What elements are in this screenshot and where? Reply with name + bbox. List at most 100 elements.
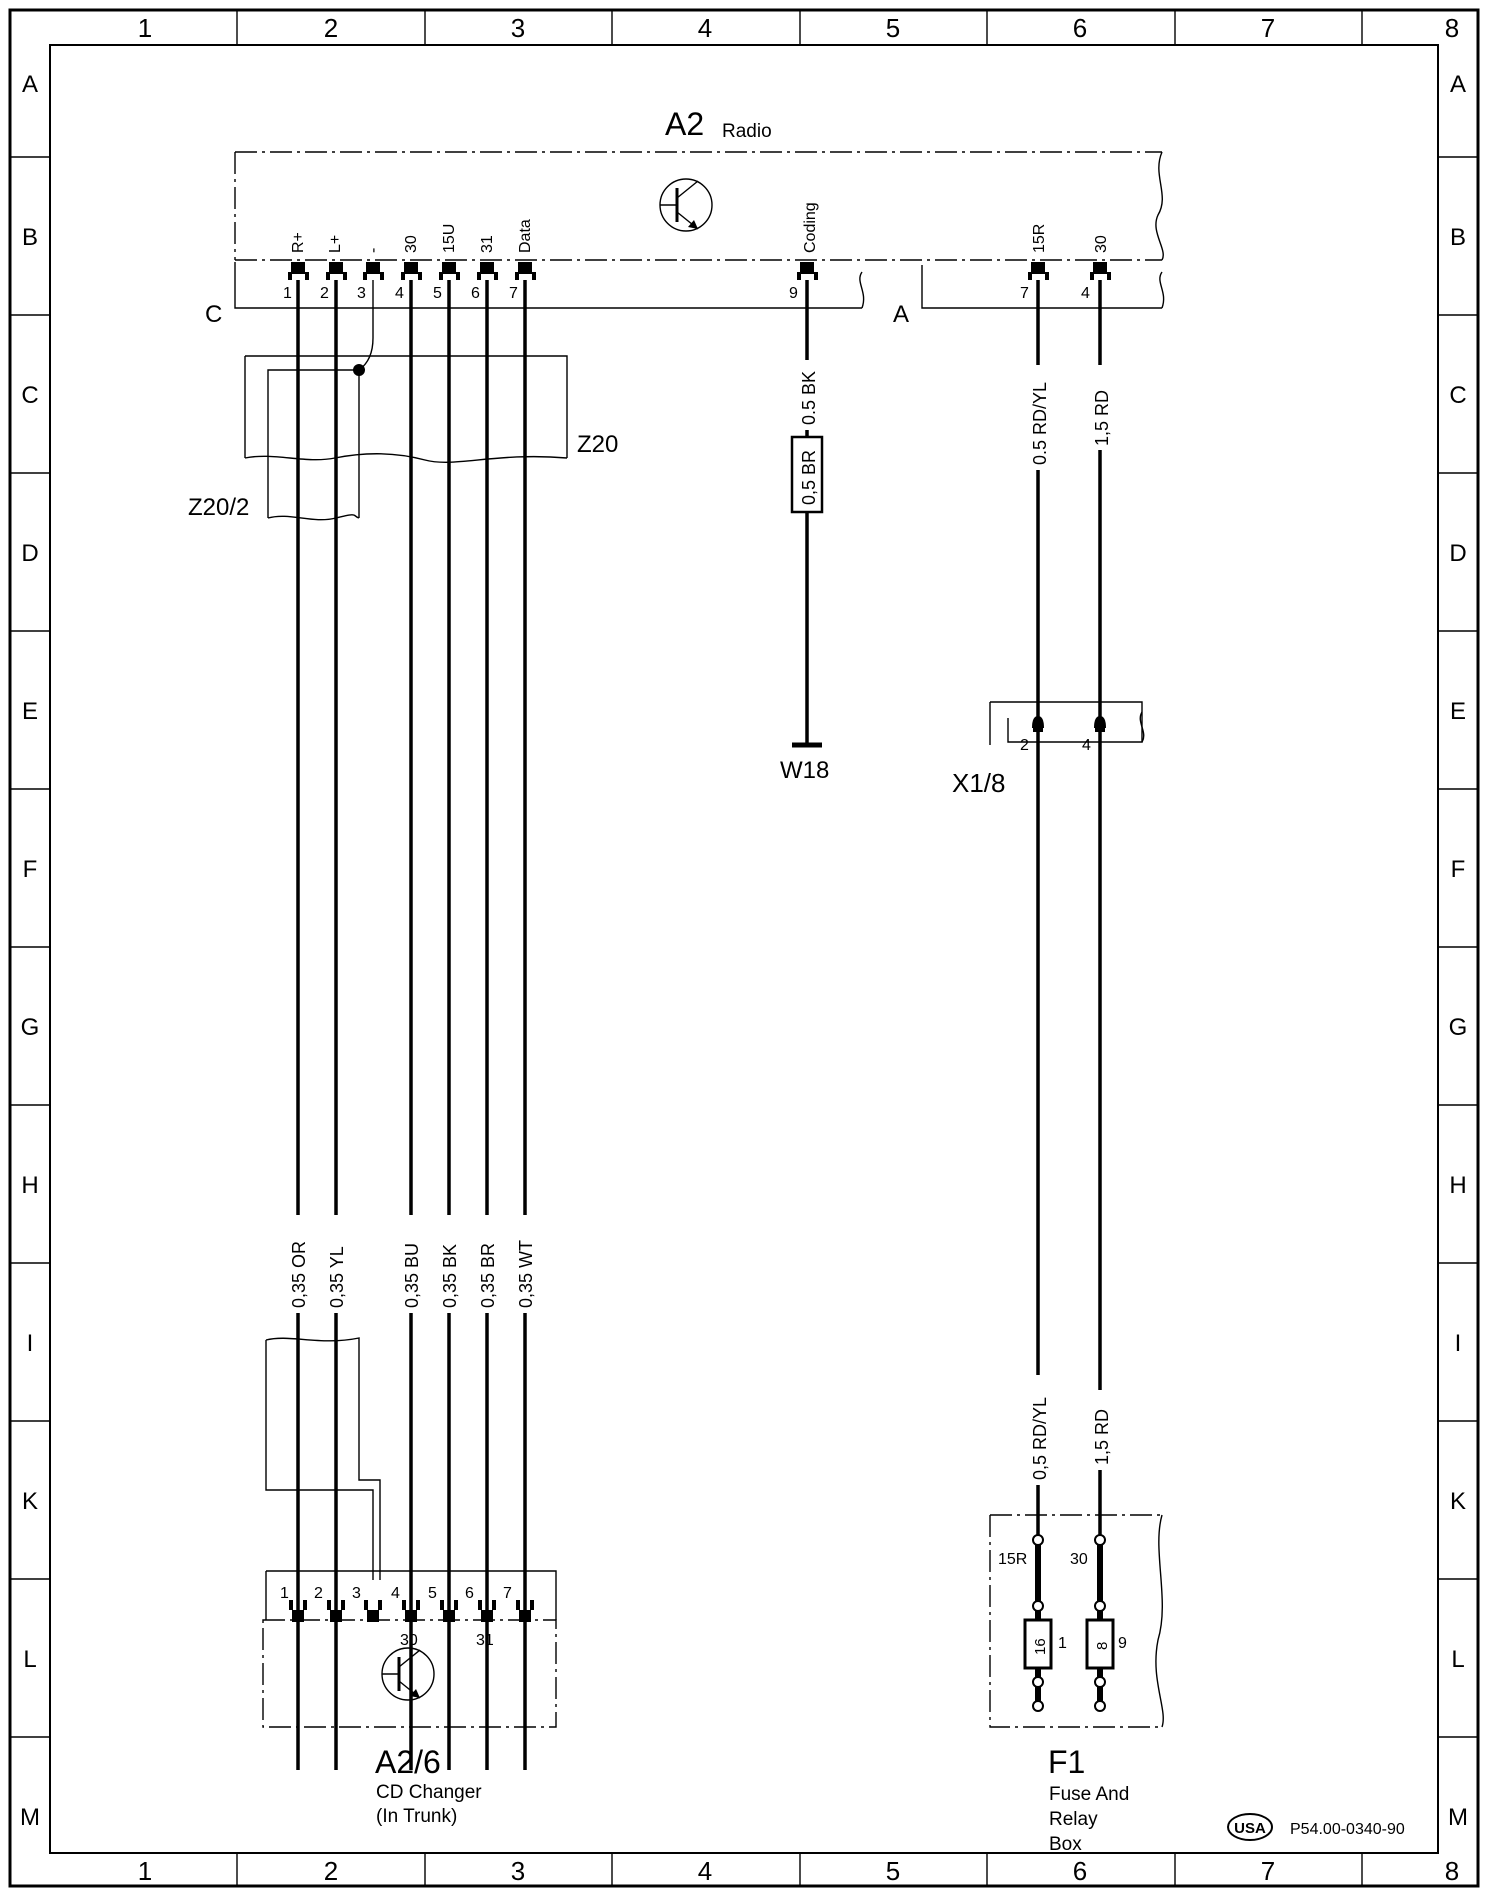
col-label-bottom: 1 xyxy=(138,1856,152,1886)
x1-8-pin: 2 xyxy=(1020,737,1029,754)
row-label-left: M xyxy=(20,1804,40,1831)
row-label-right: B xyxy=(1450,224,1466,251)
col-label-top: 3 xyxy=(511,13,525,43)
radio-pin xyxy=(363,262,384,280)
row-label-right: K xyxy=(1450,1488,1466,1515)
fuse-box-code: F1 xyxy=(1048,1744,1085,1780)
power-wire-label: 0,5 RD/YL xyxy=(1030,1397,1050,1480)
coding-resistor xyxy=(790,435,824,514)
cd-changer-component: 1 2 3 4 5 6 7 30 31 A2/6 CD Changer (In … xyxy=(262,1570,557,1827)
radio-pin xyxy=(439,262,460,280)
region-badge xyxy=(1227,1813,1273,1841)
row-label-left: A xyxy=(22,71,38,98)
radio-pin-number: 4 xyxy=(395,285,404,302)
radio-pin xyxy=(1028,262,1049,280)
transistor-icon xyxy=(381,1647,435,1701)
cd-changer-code: A2/6 xyxy=(375,1744,441,1780)
radio-pin-label: - xyxy=(365,248,382,253)
fuse-16: 16 xyxy=(1023,1534,1053,1712)
cd-wire-group: 0,35 OR 0,35 YL 0,35 BU 0,35 BK 0,35 BR … xyxy=(265,280,536,1770)
radio-component: A2 Radio C A R+ L+ - 30 15U 31 Da xyxy=(205,106,1165,328)
fuse-box-component: 15R 30 16 8 1 9 F1 Fuse And Relay Box xyxy=(989,1514,1164,1855)
connector-a-label: A xyxy=(893,301,909,328)
cd-pin xyxy=(516,1600,534,1622)
radio-pin xyxy=(515,262,536,280)
col-label-bottom: 4 xyxy=(698,1856,712,1886)
wire-color-label: 0,35 YL xyxy=(327,1246,347,1308)
cd-changer-name: CD Changer xyxy=(376,1782,482,1803)
region-label: USA xyxy=(1234,1820,1266,1837)
radio-pin-label: 15U xyxy=(441,224,458,253)
col-label-bottom: 2 xyxy=(324,1856,338,1886)
footer: USA P54.00-0340-90 xyxy=(1227,1813,1405,1841)
radio-code: A2 xyxy=(665,106,704,142)
row-label-left: I xyxy=(27,1330,34,1357)
cd-pin-number: 1 xyxy=(280,1585,289,1602)
row-label-right: D xyxy=(1449,540,1466,567)
cd-pin xyxy=(440,1600,458,1622)
radio-pin xyxy=(326,262,347,280)
fuse-terminal-label: 30 xyxy=(1070,1551,1088,1568)
col-label-top: 2 xyxy=(324,13,338,43)
row-label-left: K xyxy=(22,1488,38,1515)
col-label-bottom: 5 xyxy=(886,1856,900,1886)
col-label-top: 5 xyxy=(886,13,900,43)
radio-pin-number: 1 xyxy=(283,285,292,302)
col-label-bottom: 3 xyxy=(511,1856,525,1886)
radio-pin-number: 2 xyxy=(320,285,329,302)
radio-pin-label: Data xyxy=(517,219,534,253)
fuse-box-name: Box xyxy=(1049,1834,1082,1855)
cd-pin xyxy=(402,1600,420,1622)
cd-pin-number: 7 xyxy=(503,1585,512,1602)
wire-color-label: 0,35 BK xyxy=(440,1244,460,1308)
radio-pin-number: 7 xyxy=(509,285,518,302)
radio-pin xyxy=(797,262,818,280)
cd-terminal: 31 xyxy=(476,1632,494,1649)
row-label-right: A xyxy=(1450,71,1466,98)
col-label-bottom: 8 xyxy=(1445,1856,1459,1886)
radio-pin-number: 4 xyxy=(1081,285,1090,302)
col-label-top: 6 xyxy=(1073,13,1087,43)
fuse-box-name: Fuse And xyxy=(1049,1784,1129,1805)
fuse-number: 8 xyxy=(1094,1642,1111,1650)
radio-name: Radio xyxy=(722,121,772,142)
cd-pin xyxy=(327,1600,345,1622)
power-wire-label: 0.5 RD/YL xyxy=(1030,382,1050,465)
power-wire-label: 1,5 RD xyxy=(1092,1409,1112,1465)
radio-pin-label: L+ xyxy=(327,235,344,253)
col-label-bottom: 7 xyxy=(1261,1856,1275,1886)
cd-pin-number: 2 xyxy=(314,1585,323,1602)
row-label-left: B xyxy=(22,224,38,251)
wire-shield-drain xyxy=(358,280,374,375)
fuse-8: 8 xyxy=(1085,1534,1115,1712)
row-label-left: F xyxy=(23,856,38,883)
coding-wire-color: 0.5 BK xyxy=(799,371,819,425)
radio-pin-number: 7 xyxy=(1020,285,1029,302)
fuse-contact: 1 xyxy=(1058,1635,1067,1652)
row-label-right: G xyxy=(1449,1014,1468,1041)
x1-8-pin: 4 xyxy=(1082,737,1091,754)
col-label-bottom: 6 xyxy=(1073,1856,1087,1886)
radio-pin-number: 3 xyxy=(357,285,366,302)
row-label-left: L xyxy=(23,1646,36,1673)
row-label-right: L xyxy=(1451,1646,1464,1673)
connector-c-label: C xyxy=(205,301,222,328)
wire-color-label: 0,35 OR xyxy=(289,1241,309,1308)
row-label-left: G xyxy=(21,1014,40,1041)
connector-x1-8: 2 4 X1/8 xyxy=(952,701,1145,798)
row-label-right: H xyxy=(1449,1172,1466,1199)
row-label-left: D xyxy=(21,540,38,567)
z20-2-label: Z20/2 xyxy=(188,494,249,521)
document-number: P54.00-0340-90 xyxy=(1290,1821,1405,1838)
fuse-number: 16 xyxy=(1032,1638,1049,1655)
radio-pin xyxy=(1090,262,1111,280)
row-label-right: F xyxy=(1451,856,1466,883)
radio-pin-label: 30 xyxy=(1093,235,1110,253)
radio-pin-number: 5 xyxy=(433,285,442,302)
row-label-left: C xyxy=(21,382,38,409)
col-label-top: 4 xyxy=(698,13,712,43)
radio-pin xyxy=(477,262,498,280)
cd-pin xyxy=(478,1600,496,1622)
radio-pin-label: Coding xyxy=(802,202,819,253)
